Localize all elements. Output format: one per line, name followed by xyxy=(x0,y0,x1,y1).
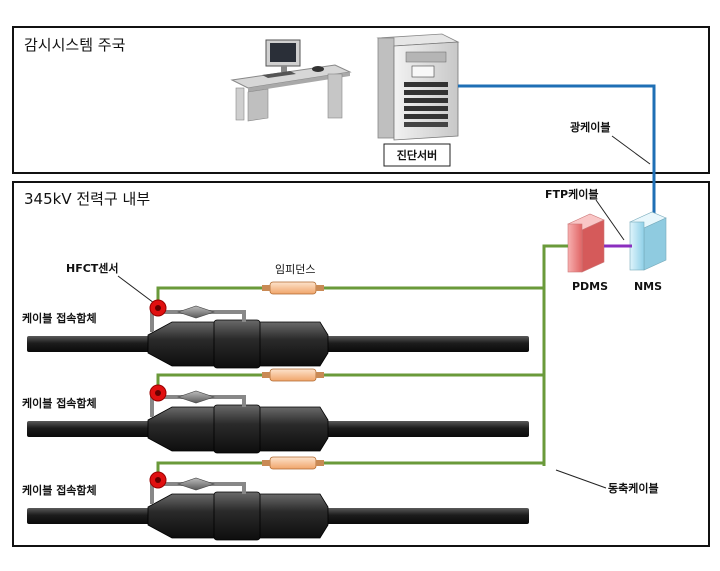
ftp-cable-callout xyxy=(595,199,625,241)
impedance-lead xyxy=(316,460,324,466)
diag-server-label: 진단서버 xyxy=(397,148,437,162)
monitoring-room-title: 감시시스템 주국 xyxy=(24,36,126,54)
nms-box-icon xyxy=(629,211,667,271)
impedance-icon xyxy=(269,456,317,470)
optical-cable-line xyxy=(458,84,656,218)
impedance-icon xyxy=(269,368,317,382)
coax-cable-label: 동축케이블 xyxy=(608,481,659,495)
bonding-clamp-icon xyxy=(177,390,215,404)
cable-joint-center xyxy=(213,404,261,454)
nms-label: NMS xyxy=(634,280,662,293)
hfct-sensor-core xyxy=(155,477,161,483)
optical-cable-callout xyxy=(611,135,651,165)
cable-joint-label: 케이블 접속함체 xyxy=(22,396,97,410)
cable-joint-center xyxy=(213,491,261,541)
impedance-lead xyxy=(262,460,270,466)
coax-branch-line xyxy=(156,373,544,389)
coax-branch-line xyxy=(156,461,544,476)
hfct-sensor-core xyxy=(155,305,161,311)
server-rack-icon xyxy=(376,33,460,141)
impedance-lead xyxy=(316,372,324,378)
hfct-sensor-label: HFCT센서 xyxy=(66,261,119,275)
cable-joint-center xyxy=(213,319,261,369)
impedance-label: 임피던스 xyxy=(275,263,315,276)
impedance-lead xyxy=(262,285,270,291)
coax-trunk-line xyxy=(542,244,568,466)
workstation-desk-icon xyxy=(230,39,352,122)
cable-joint-label: 케이블 접속함체 xyxy=(22,483,97,497)
cable-tunnel-title: 345kV 전력구 내부 xyxy=(24,190,151,208)
coax-branch-line xyxy=(156,286,544,304)
impedance-lead xyxy=(316,285,324,291)
cable-joint-label: 케이블 접속함체 xyxy=(22,311,97,325)
impedance-lead xyxy=(262,372,270,378)
pdms-label: PDMS xyxy=(572,280,608,293)
ftp-cable-label: FTP케이블 xyxy=(545,187,598,201)
optical-cable-label: 광케이블 xyxy=(570,120,610,134)
coax-cable-callout xyxy=(555,469,607,489)
bonding-clamp-icon xyxy=(177,305,215,319)
hfct-sensor-core xyxy=(155,390,161,396)
hfct-sensor-callout xyxy=(117,275,155,304)
pdms-box-icon xyxy=(567,213,605,273)
diag-server-label-box xyxy=(383,143,451,167)
bonding-clamp-icon xyxy=(177,477,215,491)
impedance-icon xyxy=(269,281,317,295)
monitoring-room-panel: 감시시스템 주국 xyxy=(12,26,710,174)
